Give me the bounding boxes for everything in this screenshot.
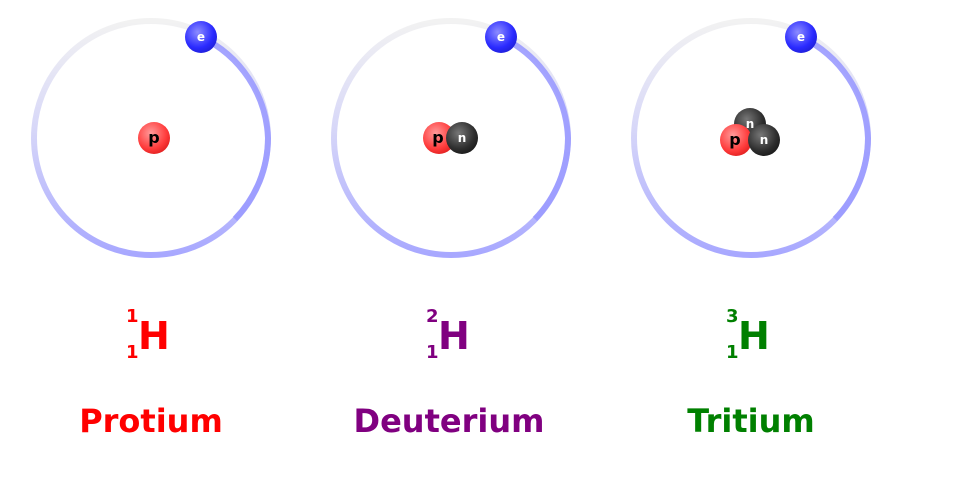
tritium-electron <box>785 21 817 53</box>
tritium-mass-number: 3 <box>726 306 739 327</box>
deuterium-neutron-label: n <box>458 131 467 145</box>
deuterium-name: Deuterium <box>353 402 545 440</box>
tritium-electron-label: e <box>797 30 805 44</box>
deuterium-electron <box>485 21 517 53</box>
protium-proton <box>138 122 170 154</box>
tritium-atom: e n p n <box>631 18 872 258</box>
protium-electron <box>185 21 217 53</box>
tritium-proton-label: p <box>729 130 740 149</box>
protium-mass-number: 1 <box>126 306 139 327</box>
tritium-neutron-right-label: n <box>760 133 769 147</box>
tritium-name: Tritium <box>687 402 815 440</box>
protium-atomic-number: 1 <box>126 342 139 363</box>
deuterium-electron-label: e <box>497 30 505 44</box>
tritium-neutron-top-label: n <box>746 117 755 131</box>
tritium-orbit-highlight <box>799 34 872 222</box>
protium-name: Protium <box>79 402 223 440</box>
protium-electron-label: e <box>197 30 205 44</box>
protium-atom: e p <box>31 18 272 258</box>
deuterium-proton <box>423 122 455 154</box>
protium-proton-label: p <box>148 128 159 147</box>
tritium-neutron-right <box>748 124 780 156</box>
protium-element-symbol: H <box>138 314 170 358</box>
deuterium-neutron <box>446 122 478 154</box>
tritium-proton <box>720 124 752 156</box>
deuterium-orbit-highlight <box>499 34 572 222</box>
protium-orbit-highlight <box>199 34 272 222</box>
tritium-element-symbol: H <box>738 314 770 358</box>
tritium-atomic-number: 1 <box>726 342 739 363</box>
deuterium-atomic-number: 1 <box>426 342 439 363</box>
deuterium-mass-number: 2 <box>426 306 439 327</box>
deuterium-proton-label: p <box>432 128 443 147</box>
deuterium-atom: e p n <box>331 18 572 258</box>
deuterium-element-symbol: H <box>438 314 470 358</box>
